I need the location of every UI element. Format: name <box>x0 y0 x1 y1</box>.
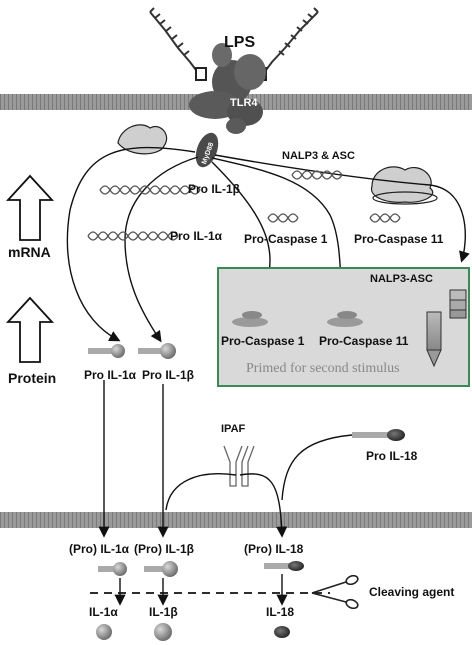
pro-il18-protein <box>352 429 405 441</box>
secretion-arrows <box>98 380 353 538</box>
pro-il1b-mrna-label: Pro IL-1β <box>188 182 240 196</box>
pro-il1b-protein-label: Pro IL-1β <box>142 368 194 382</box>
mature-arrows <box>114 574 288 606</box>
pro-caspase11-protein-label: Pro-Caspase 11 <box>319 334 409 348</box>
mrna-block-arrow <box>5 174 55 241</box>
protein-block-arrow <box>5 296 55 363</box>
cleave-il18-protein <box>264 561 304 571</box>
pro-il18-label: Pro IL-18 <box>366 449 418 463</box>
protein-label: Protein <box>8 370 57 386</box>
il1a-label: IL-1α <box>89 605 118 619</box>
nalp3-asc-box-label: NALP3-ASC <box>370 273 433 285</box>
scissors-icon <box>311 574 359 610</box>
il18-mature <box>274 626 290 638</box>
pro-il18-cleave-label: (Pro) IL-18 <box>244 542 304 556</box>
adaptor-right <box>371 166 438 205</box>
pro-il1b-protein <box>138 343 176 359</box>
ipaf-label: IPAF <box>221 423 246 435</box>
tlr4-label: TLR4 <box>230 97 258 109</box>
pro-caspase1-protein-shape <box>232 311 268 327</box>
pro-il1a-mrna-label: Pro IL-1α <box>170 229 223 243</box>
pro-caspase1-protein-label: Pro-Caspase 1 <box>221 334 305 348</box>
pro-caspase11-protein-shape <box>327 311 363 327</box>
cleaving-agent-label: Cleaving agent <box>369 585 455 599</box>
adaptor-left <box>117 124 168 155</box>
nalp3-asc-structure <box>426 289 467 368</box>
il1b-mature <box>154 623 172 641</box>
primed-label: Primed for second stimulus <box>246 361 400 376</box>
pro-caspase1-mrna-label: Pro-Caspase 1 <box>244 232 328 246</box>
nalp3-asc-top-label: NALP3 & ASC <box>282 150 355 162</box>
tlr4-complex <box>189 43 266 134</box>
mrna-label: mRNA <box>8 244 51 260</box>
il1b-label: IL-1β <box>149 605 178 619</box>
pro-il1a-protein <box>88 344 125 358</box>
il1a-mature <box>96 624 112 640</box>
cleave-il1b-protein <box>144 561 178 577</box>
mrna-helices <box>87 170 401 241</box>
il18-label: IL-18 <box>266 605 295 619</box>
pro-il1b-cleave-label: (Pro) IL-1β <box>134 542 194 556</box>
ipaf-receptor <box>223 445 255 487</box>
pro-il1a-cleave-label: (Pro) IL-1α <box>69 542 130 556</box>
cleave-il1a-protein <box>98 562 127 576</box>
bottom-membrane <box>0 512 472 528</box>
pro-il1a-protein-label: Pro IL-1α <box>84 368 137 382</box>
pro-caspase11-mrna-label: Pro-Caspase 11 <box>354 232 444 246</box>
lps-label: LPS <box>224 34 256 51</box>
